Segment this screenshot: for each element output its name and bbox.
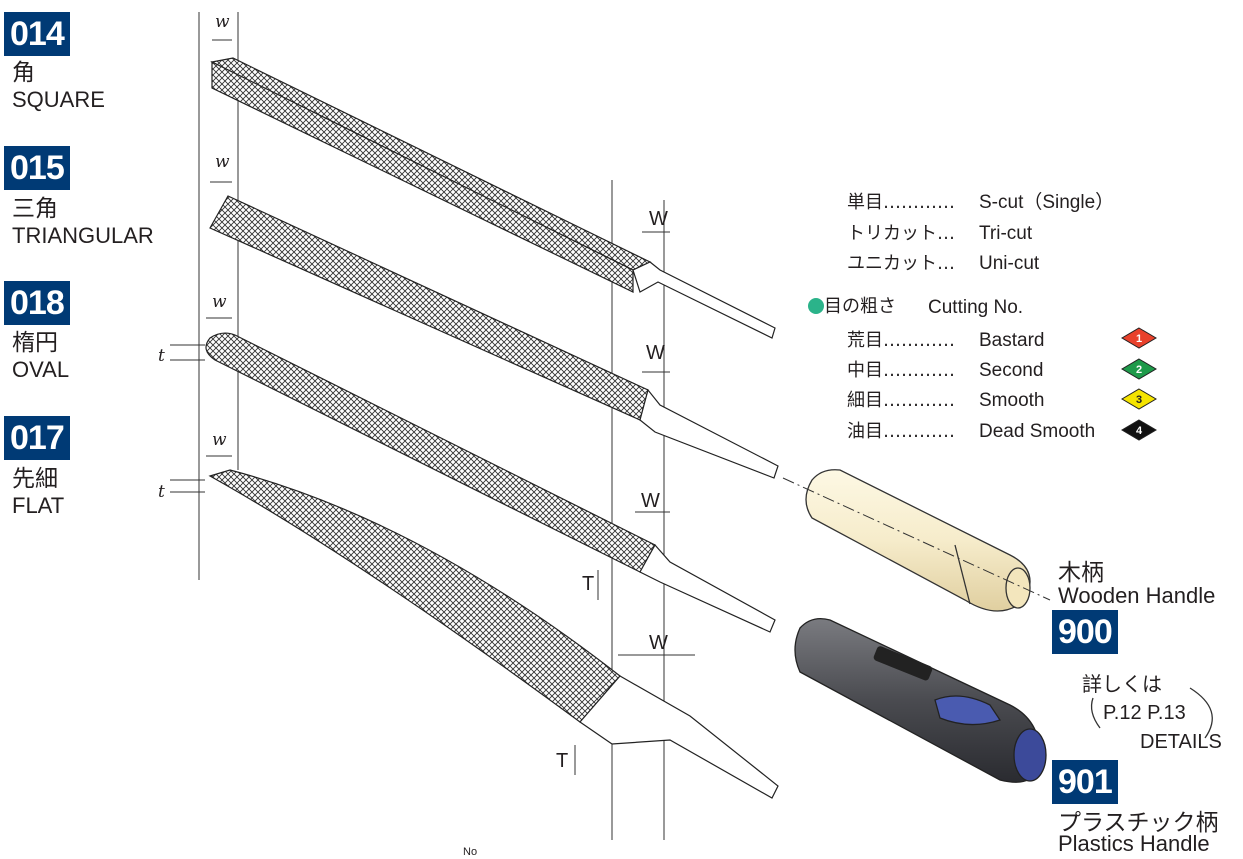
dim-T-flat: T [556, 750, 569, 772]
footer-no: No [463, 846, 478, 858]
dim-W-square: W [649, 208, 668, 230]
bullet-dot-icon [808, 298, 824, 314]
cutting-jp-3: 油目………… [847, 421, 955, 442]
badge-smooth [1121, 388, 1157, 410]
cutting-en-1: Second [979, 360, 1044, 381]
details-en: DETAILS [1140, 731, 1222, 753]
cut-type-jp-0: 単目………… [847, 192, 955, 213]
dim-W-oval: W [641, 490, 660, 512]
item-jp-square: 角 [12, 60, 35, 86]
cutting-en-3: Dead Smooth [979, 421, 1096, 442]
dim-t-flat: t [158, 482, 165, 502]
item-en-oval: OVAL [12, 357, 70, 382]
cut-type-jp-2: ユニカット… [847, 253, 955, 274]
plastic-handle-jp: プラスチック柄 [1058, 810, 1219, 836]
badge-second [1121, 358, 1157, 380]
dim-W-triangular: W [646, 342, 665, 364]
cutting-jp-0: 荒目………… [847, 330, 955, 351]
details-jp: 詳しくは [1082, 672, 1162, 696]
cutting-title-jp: 目の粗さ [824, 296, 896, 317]
cutting-title: 目の粗さ [808, 296, 896, 318]
dim-w-oval: w [212, 292, 227, 312]
dim-t-oval: t [158, 346, 165, 366]
wooden-handle-jp: 木柄 [1058, 560, 1104, 586]
badge-bastard [1121, 327, 1157, 349]
item-code-square: 014 [4, 12, 70, 56]
badge-text-1: 1 [1136, 333, 1142, 345]
cutting-title-en: Cutting No. [928, 297, 1024, 318]
plastic-handle-code: 901 [1052, 760, 1118, 804]
details-pages: P.12 P.13 [1103, 702, 1186, 724]
oval-file [205, 332, 776, 633]
wooden-handle-en: Wooden Handle [1058, 583, 1216, 608]
item-jp-triangular: 三角 [12, 196, 58, 222]
square-file [210, 57, 776, 339]
item-en-triangular: TRIANGULAR [12, 223, 154, 248]
item-code-triangular: 015 [4, 146, 70, 190]
dim-w-square: w [215, 12, 230, 32]
item-code-flat: 017 [4, 416, 70, 460]
cut-type-en-2: Uni-cut [979, 253, 1040, 274]
cut-type-en-0: S-cut（Single） [979, 192, 1115, 213]
item-jp-flat: 先細 [12, 466, 58, 492]
item-en-square: SQUARE [12, 87, 105, 112]
item-jp-oval: 楕円 [12, 330, 58, 356]
cutting-en-2: Smooth [979, 390, 1045, 411]
plastic-handle [794, 617, 1047, 783]
dim-T-oval: T [582, 573, 595, 595]
cutting-jp-2: 細目………… [847, 390, 955, 411]
plastic-handle-en: Plastics Handle [1058, 831, 1210, 856]
triangular-file [209, 195, 779, 479]
dimension-marks [170, 39, 695, 775]
dim-w-triangular: w [215, 152, 230, 172]
cutting-en-0: Bastard [979, 330, 1045, 351]
cutting-jp-1: 中目………… [847, 360, 955, 381]
dim-w-flat: w [212, 430, 227, 450]
cutting-badges [1121, 327, 1157, 441]
wooden-handle [782, 469, 1051, 612]
item-code-oval: 018 [4, 281, 70, 325]
cut-type-en-1: Tri-cut [979, 223, 1033, 244]
item-en-flat: FLAT [12, 493, 65, 518]
badge-text-4: 4 [1136, 425, 1143, 437]
wooden-handle-code: 900 [1052, 610, 1118, 654]
badge-dead-smooth [1121, 419, 1157, 441]
flat-file [208, 469, 779, 799]
details-bracket [1090, 687, 1213, 739]
badge-text-3: 3 [1136, 394, 1142, 406]
cut-type-jp-1: トリカット… [847, 223, 955, 244]
badge-text-2: 2 [1136, 364, 1142, 376]
dim-W-flat: W [649, 632, 668, 654]
